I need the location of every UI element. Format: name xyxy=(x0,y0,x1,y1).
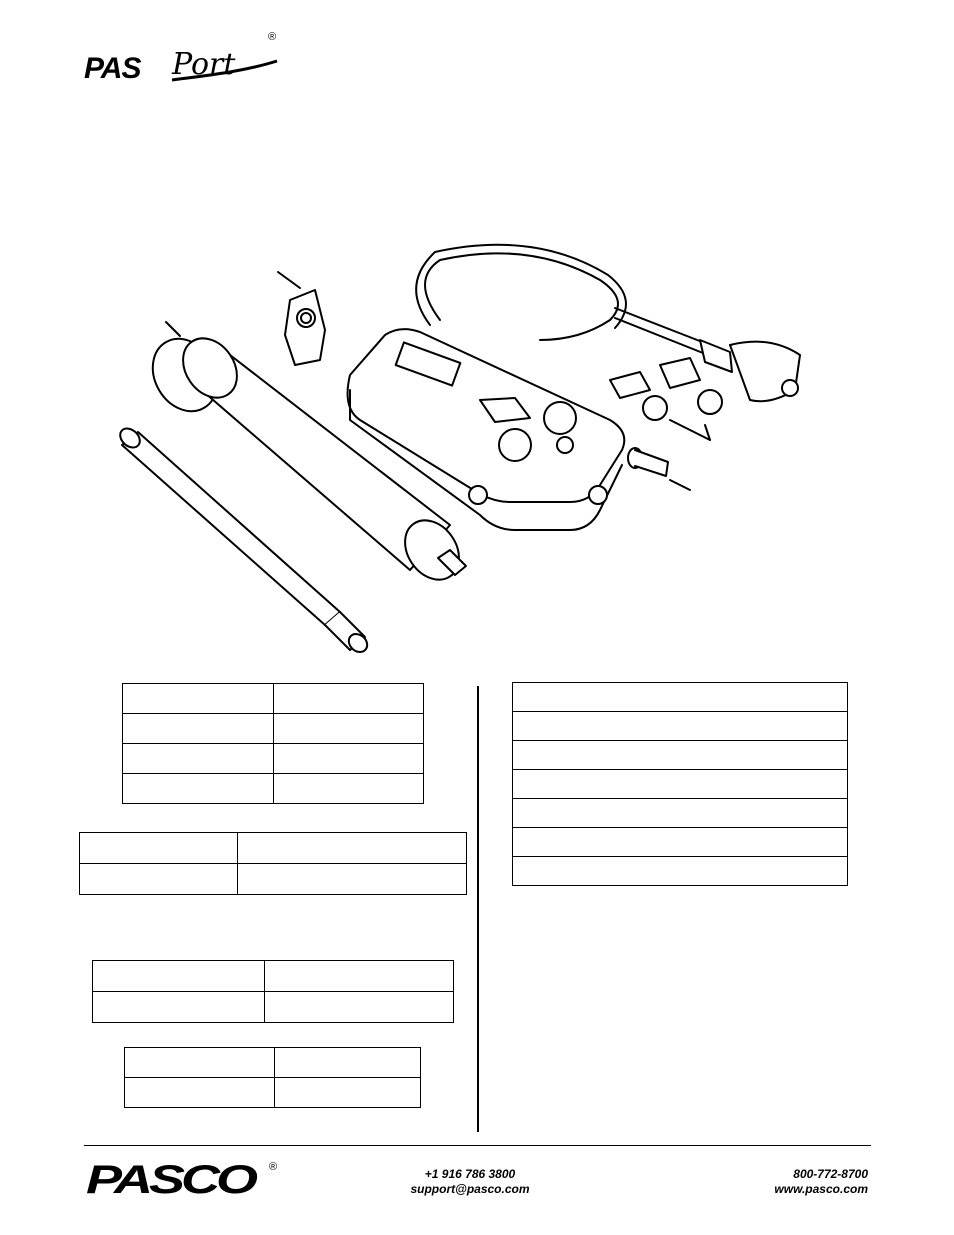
pasco-logo-text: PASCO xyxy=(86,1160,258,1200)
syringe-barrel xyxy=(151,337,467,581)
table-row xyxy=(512,740,848,770)
table-row xyxy=(512,827,848,857)
pressure-sensor-body xyxy=(346,328,626,531)
sensor-cable xyxy=(415,243,711,356)
table-row xyxy=(512,682,848,712)
pasport-logo: PAS Port ® xyxy=(84,31,278,85)
specs-table-3 xyxy=(92,960,454,1023)
pressure-sensor-kit-illustration xyxy=(119,243,801,653)
tubing-coupling xyxy=(627,447,691,491)
contact-block-domestic: 800-772-8700 www.pasco.com xyxy=(700,1167,868,1197)
support-email[interactable]: support@pasco.com xyxy=(410,1182,530,1196)
components-table xyxy=(512,682,848,886)
table-row xyxy=(79,832,467,864)
table-row xyxy=(122,713,424,744)
syringe-plunger-rod xyxy=(119,427,369,653)
table-row xyxy=(122,773,424,804)
pasport-logo-pas: PAS xyxy=(84,52,141,85)
website-link[interactable]: www.pasco.com xyxy=(774,1182,868,1196)
contact-block-international: +1 916 786 3800 support@pasco.com xyxy=(380,1167,560,1197)
specs-table-4 xyxy=(124,1047,421,1108)
pasport-registered-mark: ® xyxy=(268,31,276,43)
table-row xyxy=(512,711,848,741)
pasco-registered-mark: ® xyxy=(269,1161,277,1173)
column-divider xyxy=(477,686,479,1132)
table-row xyxy=(124,1047,421,1078)
cable-connector-plug xyxy=(699,339,801,403)
international-phone: +1 916 786 3800 xyxy=(424,1167,516,1181)
toll-free-phone: 800-772-8700 xyxy=(793,1167,868,1181)
table-row xyxy=(512,798,848,828)
table-row xyxy=(122,743,424,774)
table-row xyxy=(79,863,467,895)
table-row xyxy=(512,769,848,799)
quick-release-connector xyxy=(284,289,326,366)
table-row xyxy=(122,683,424,714)
pasco-logo: PASCO ® xyxy=(86,1160,277,1200)
specs-table-2 xyxy=(79,832,467,895)
table-row xyxy=(92,960,454,992)
footer-rule xyxy=(84,1145,871,1147)
table-row xyxy=(92,991,454,1023)
table-row xyxy=(512,856,848,886)
specs-table-1 xyxy=(122,683,424,804)
valve-fittings xyxy=(609,357,723,441)
table-row xyxy=(124,1077,421,1108)
